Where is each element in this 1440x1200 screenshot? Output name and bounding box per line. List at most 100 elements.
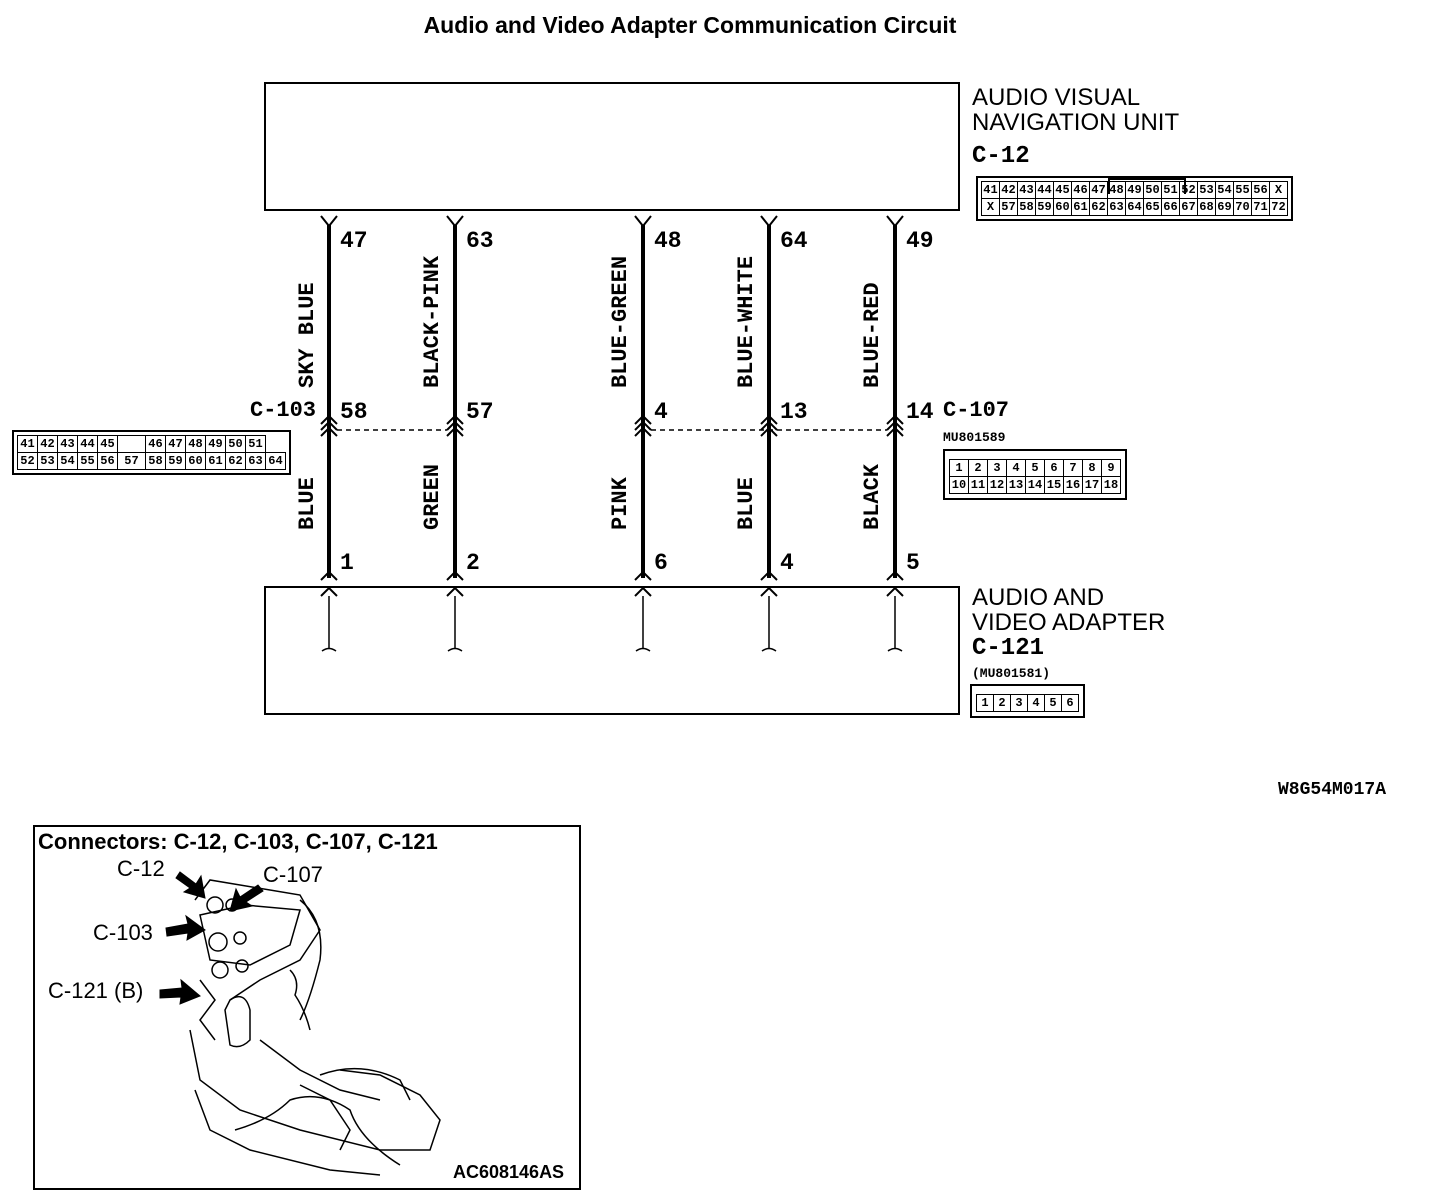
connector-location-panel [33,825,581,1190]
pin-cell: 42 [999,181,1018,199]
diagram-code: W8G54M017A [1278,780,1387,800]
pin-cell: 59 [165,452,186,470]
pin-cell: 64 [265,452,286,470]
location-label-c103: C-103 [93,920,153,945]
wire-color-label: BLUE-WHITE [734,255,759,388]
pin-cell: 68 [1197,198,1216,216]
pin-label: 58 [340,399,368,425]
pin-cell: 17 [1082,476,1102,494]
pin-cell: 57 [117,452,146,470]
pin-cell: 72 [1269,198,1288,216]
wire-color-label: BLUE-RED [860,282,885,388]
pin-cell: 3 [1010,694,1028,712]
pin-label: 47 [340,228,368,254]
pin-label: 57 [466,399,494,425]
pin-cell: 4 [1006,459,1026,477]
c12-lock-tab [1108,178,1186,194]
vehicle-sketch [189,879,441,1176]
wire-color-label: PINK [608,477,633,530]
pin-cell: 45 [97,435,118,453]
pin-label: 2 [466,550,480,576]
pin-cell: 46 [1071,181,1090,199]
pin-cell: 62 [225,452,246,470]
pin-cell: 56 [1251,181,1270,199]
pin-cell: 13 [1006,476,1026,494]
pin-cell: 2 [993,694,1011,712]
wire-color-label: BLUE-GREEN [608,255,633,388]
pin-cell: X [1269,181,1288,199]
pin-cell: 65 [1143,198,1162,216]
wire-color-label: BLUE [295,477,320,530]
connector-location-title: Connectors: C-12, C-103, C-107, C-121 [38,829,438,854]
wire-color-label: GREEN [420,463,445,530]
c103-connector-id: C-103 [250,398,317,423]
c107-part-number: MU801589 [943,430,1006,445]
c107-connector-id: C-107 [943,398,1010,423]
pin-cell: 71 [1251,198,1270,216]
pin-cell: 67 [1179,198,1198,216]
pin-cell: 45 [1053,181,1072,199]
pin-cell: 6 [1061,694,1079,712]
c121-part-number: (MU801581) [972,666,1051,681]
wire-color-label: BLACK-PINK [420,255,445,388]
pin-cell: 46 [145,435,166,453]
pin-cell: 60 [1053,198,1072,216]
pin-cell: 41 [17,435,38,453]
pin-cell: 62 [1089,198,1108,216]
location-arrows [159,871,264,1005]
pin-label: 4 [654,399,668,425]
pin-cell: 42 [37,435,58,453]
pin-cell: 66 [1161,198,1180,216]
pin-label: 49 [906,228,934,254]
pin-cell: 44 [77,435,98,453]
pin-cell: 47 [1089,181,1108,199]
wire-color-label: BLUE [734,477,759,530]
pin-cell: 61 [205,452,226,470]
location-label-c121: C-121 (B) [48,978,144,1003]
pin-cell: 51 [245,435,266,453]
pin-cell: 54 [1215,181,1234,199]
pin-cell: 3 [987,459,1007,477]
pin-cell: 43 [57,435,78,453]
wire-color-label: BLACK [860,463,885,530]
pin-cell: 16 [1063,476,1083,494]
pin-cell: 10 [949,476,969,494]
pin-cell [117,435,146,453]
pin-cell: 41 [981,181,1000,199]
pin-cell: 44 [1035,181,1054,199]
pin-label: 5 [906,550,920,576]
pin-label: 64 [780,228,808,254]
location-label-c12: C-12 [117,856,165,881]
pin-cell: 56 [97,452,118,470]
pin-cell: 53 [37,452,58,470]
location-code: AC608146AS [453,1162,565,1182]
wire-color-label: SKY BLUE [295,282,320,388]
pin-cell: 64 [1125,198,1144,216]
pin-cell: 12 [987,476,1007,494]
pin-cell: 43 [1017,181,1036,199]
pin-cell: 5 [1025,459,1045,477]
pin-label: 13 [780,399,808,425]
pin-cell: 7 [1063,459,1083,477]
av-adapter-box [264,586,960,715]
pin-cell: 53 [1197,181,1216,199]
pin-cell: 2 [968,459,988,477]
pin-cell: 18 [1101,476,1121,494]
pin-cell: 4 [1027,694,1045,712]
pin-label: 1 [340,550,354,576]
pin-cell: 69 [1215,198,1234,216]
pin-cell: 6 [1044,459,1064,477]
pin-cell: 61 [1071,198,1090,216]
location-label-c107: C-107 [263,862,323,887]
pin-cell: 1 [976,694,994,712]
pin-cell: 52 [17,452,38,470]
pin-cell: 59 [1035,198,1054,216]
pin-label: 4 [780,550,794,576]
av-adapter-label: AUDIO AND VIDEO ADAPTER [972,584,1166,636]
navigation-unit-box [264,82,960,211]
